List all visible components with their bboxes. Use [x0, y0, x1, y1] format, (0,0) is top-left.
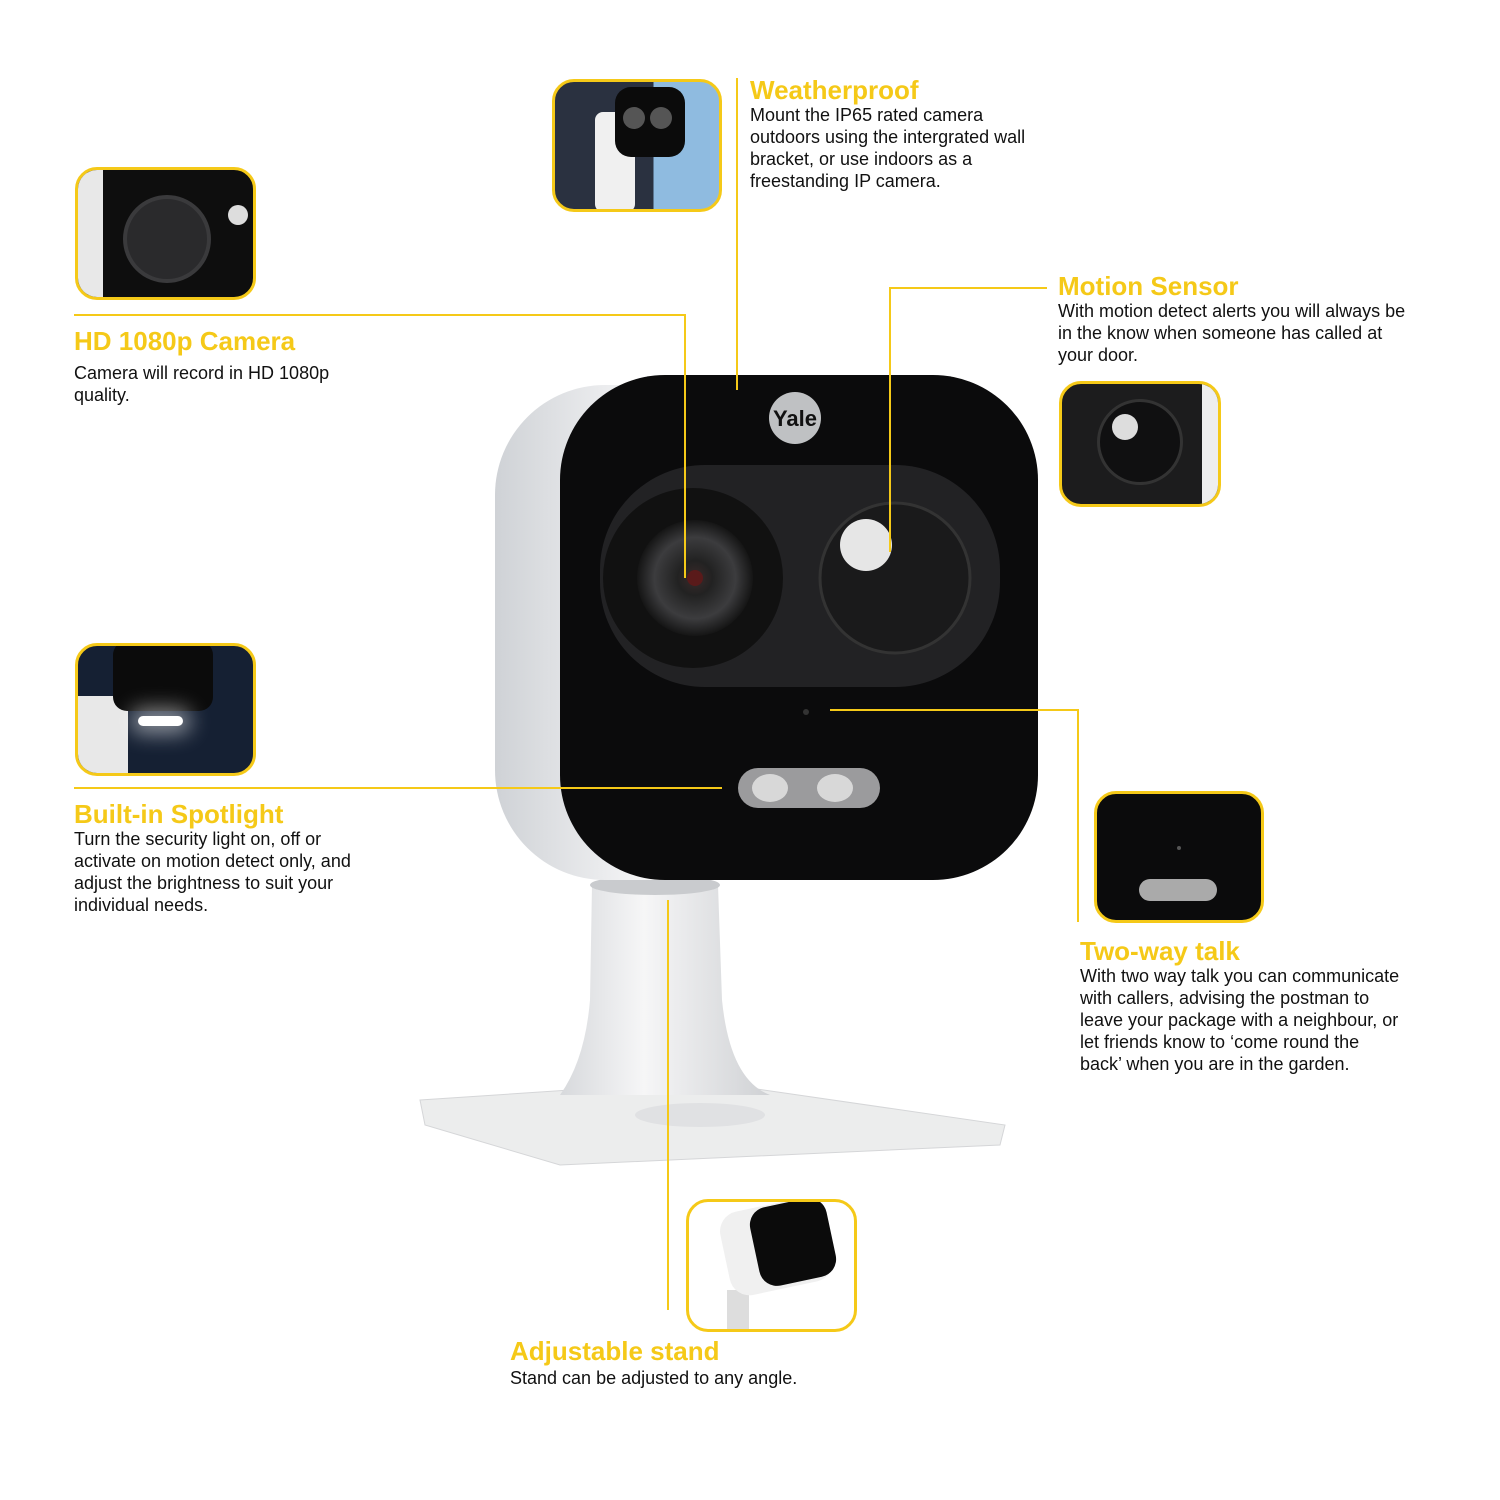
text-line: back’ when you are in the garden. — [1080, 1054, 1350, 1074]
thumbnail-motion-sensor — [1059, 381, 1221, 507]
connector-hd-h — [74, 314, 686, 316]
spotlight-title: Built-in Spotlight — [74, 799, 284, 829]
text-line: with callers, advising the postman to — [1080, 988, 1370, 1008]
text-line: freestanding IP camera. — [750, 171, 941, 191]
text-line: in the know when someone has called at — [1058, 323, 1383, 343]
pir-housing — [818, 501, 972, 655]
text-line: With two way talk you can communicate — [1080, 966, 1400, 986]
text-line: adjust the brightness to suit your — [74, 873, 334, 893]
text-line: let friends know to ‘come round the — [1080, 1032, 1360, 1052]
two-way-talk-description: With two way talk you can communicate wi… — [1080, 965, 1399, 1075]
thumbnail-weatherproof — [552, 79, 722, 212]
motion-sensor-title: Motion Sensor — [1058, 271, 1239, 301]
thumbnail-hd-camera — [75, 167, 256, 300]
motion-sensor — [840, 519, 892, 571]
adjustable-stand-description: Stand can be adjusted to any angle. — [510, 1367, 797, 1389]
thumbnail-two-way-talk — [1094, 791, 1264, 923]
connector-weatherproof — [736, 78, 738, 390]
hd-camera-description: Camera will record in HD 1080p quality. — [74, 362, 329, 406]
yale-logo-badge — [769, 392, 821, 444]
weatherproof-title: Weatherproof — [750, 75, 919, 105]
connector-twoway-v — [1077, 709, 1079, 922]
text-line: individual needs. — [74, 895, 209, 915]
connector-twoway-h — [830, 709, 1079, 711]
spotlight-description: Turn the security light on, off or activ… — [74, 828, 351, 916]
two-way-talk-title: Two-way talk — [1080, 936, 1240, 966]
connector-motion-v — [889, 287, 891, 552]
text-line: With motion detect alerts you will alway… — [1058, 301, 1406, 321]
text-line: leave your package with a neighbour, or — [1080, 1010, 1399, 1030]
text-line: bracket, or use indoors as a — [750, 149, 973, 169]
text-line: Mount the IP65 rated camera — [750, 105, 984, 125]
yale-logo: Yale — [773, 406, 817, 431]
microphone — [803, 709, 809, 715]
text-line: activate on motion detect only, and — [74, 851, 351, 871]
text-line: your door. — [1058, 345, 1139, 365]
text-line: Camera will record in HD 1080p — [74, 363, 330, 383]
stand-neck — [560, 885, 770, 1095]
connector-stand — [667, 900, 669, 1310]
text-line: outdoors using the intergrated wall — [750, 127, 1026, 147]
text-line: quality. — [74, 385, 130, 405]
hd-camera-title: HD 1080p Camera — [74, 326, 296, 356]
connector-motion-h — [889, 287, 1047, 289]
motion-sensor-description: With motion detect alerts you will alway… — [1058, 300, 1405, 366]
adjustable-stand-title: Adjustable stand — [510, 1336, 720, 1366]
connector-spotlight — [74, 787, 722, 789]
thumbnail-adjustable-stand — [686, 1199, 857, 1332]
stand-hole — [635, 1103, 765, 1127]
connector-hd-v — [684, 314, 686, 578]
weatherproof-description: Mount the IP65 rated camera outdoors usi… — [750, 104, 1025, 192]
thumbnail-spotlight — [75, 643, 256, 776]
text-line: Stand can be adjusted to any angle. — [510, 1368, 798, 1388]
text-line: Turn the security light on, off or — [74, 829, 322, 849]
